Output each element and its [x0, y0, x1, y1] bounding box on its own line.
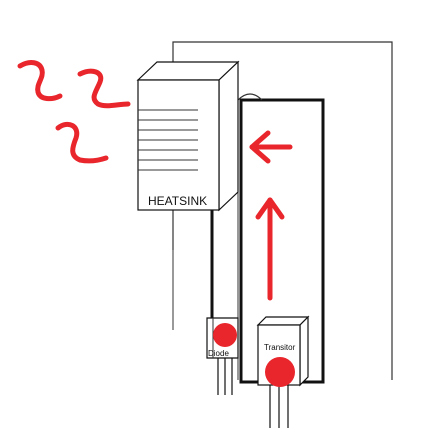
heat-wave-1	[17, 60, 63, 102]
heat-pipe-cap	[237, 93, 263, 101]
up-arrow	[255, 197, 285, 301]
heat-wave-2	[77, 68, 131, 109]
diode: Diode	[206, 317, 239, 395]
heatsink: HEATSINK	[136, 60, 240, 212]
heatsink-fins	[138, 109, 198, 171]
flow-arrows	[249, 130, 293, 301]
transistor-leads	[269, 385, 289, 428]
left-arrow	[249, 130, 293, 164]
heatsink-front-face	[137, 79, 220, 211]
diode-hotspot	[213, 323, 237, 347]
diode-leads	[217, 358, 233, 395]
transistor-side-face	[299, 315, 309, 387]
heat-wave-3	[55, 121, 109, 164]
heat-waves	[17, 60, 131, 164]
diode-label: Diode	[208, 349, 229, 358]
transistor: Transitor	[256, 315, 310, 428]
transistor-hotspot	[265, 357, 295, 387]
transistor-label: Transitor	[264, 343, 296, 352]
heatsink-side-face	[218, 60, 239, 212]
heatsink-label: HEATSINK	[148, 194, 207, 208]
